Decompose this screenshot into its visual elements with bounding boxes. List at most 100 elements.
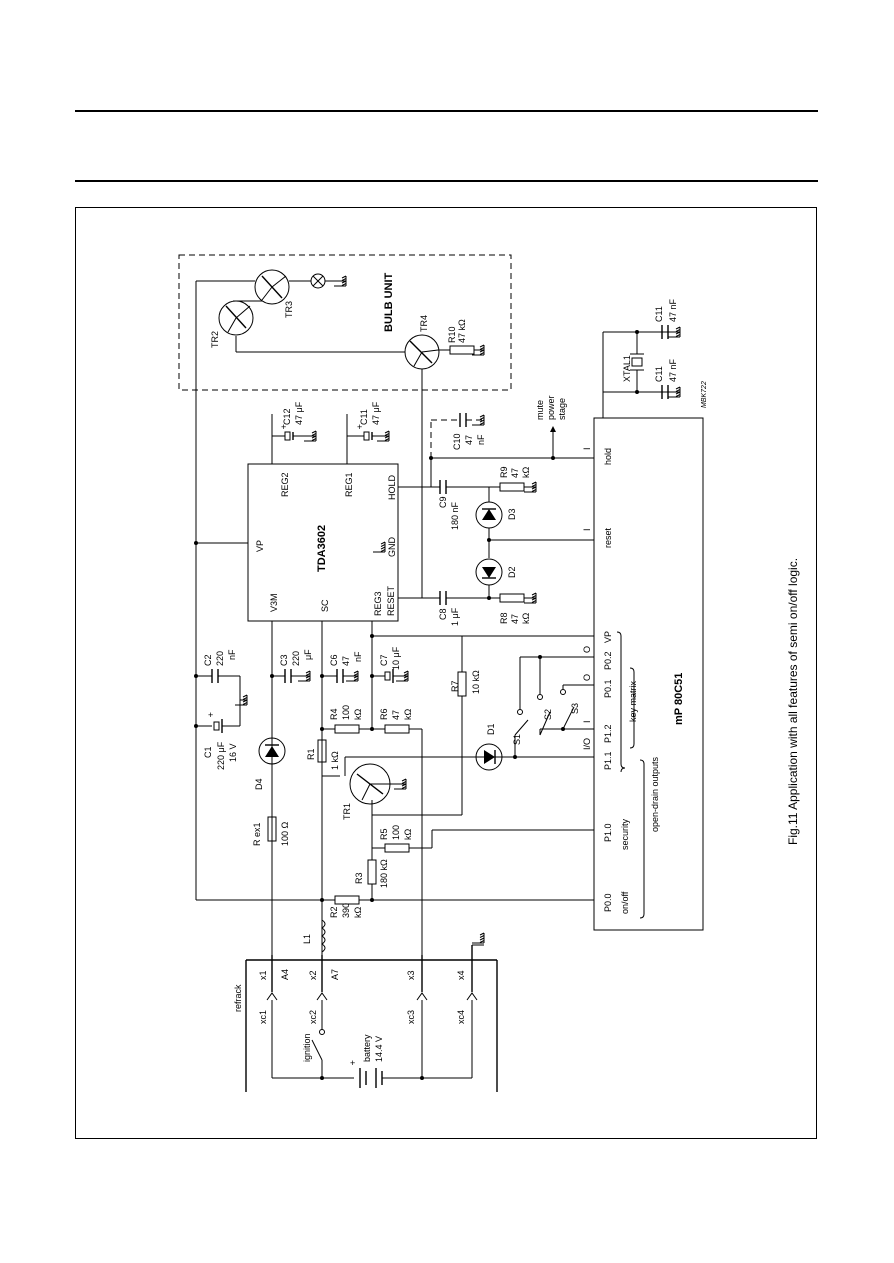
resistor-r3: R3 180 kΩ [354,859,389,900]
figure-code: MBK722 [701,381,708,408]
r9-unit: kΩ [521,467,531,479]
c10-value: 47 [464,435,474,445]
r8-unit: kΩ [521,613,531,625]
c2-label: C2 [203,654,213,666]
c10-unit: nF [476,434,486,445]
xc3-label: xc3 [406,1010,416,1024]
c8-value: 1 μF [450,607,460,626]
c9-label: C9 [438,496,448,508]
l1-label: L1 [302,934,312,944]
resistor-r4: R4 100 kΩ [320,705,374,734]
port-hold: hold [603,448,613,465]
svg-text:+: + [350,1058,355,1068]
resistor-r6: R6 47 kΩ [371,690,422,734]
c12-label: C12 [282,408,292,425]
port-reset: reset [603,527,613,548]
r7-value: 10 kΩ [471,670,481,694]
mcu-body [593,417,704,931]
x3-label: x3 [406,970,416,980]
r9-label: R9 [499,466,509,478]
pin-reg3: REG3 [373,591,383,616]
tr1-label: TR1 [342,803,352,820]
tda3602-name: TDA3602 [316,525,328,572]
rex1-value: 100 Ω [280,821,290,846]
tr4-label: TR4 [419,315,429,332]
c10-label: C10 [452,433,462,450]
s1-label: S1 [512,734,522,745]
transistor-tr4: TR4 [404,315,440,370]
tr2-label: TR2 [210,331,220,348]
switch-s2: S2 [537,655,594,736]
io-i-hold: I [582,447,592,450]
x4-label: x4 [456,970,466,980]
c11-value: 47 μF [371,401,381,425]
bulb-unit: TR2 TR3 TR4 [178,254,512,900]
ignition-switch: ignition [302,1029,325,1078]
resistor-r7: R7 10 kΩ [450,636,481,720]
r5-value: 100 [391,825,401,840]
crystal-xtal1: XTAL1 C11 47 nF C11 47 nF [602,298,681,418]
transistor-tr2: TR2 [210,300,254,348]
ignition-label: ignition [302,1033,312,1062]
pin-reset: RESET [386,585,396,616]
resistor-rex1: R ex1 100 Ω [252,816,290,846]
c11b-label: C11 [654,306,664,322]
r1-label: R1 [306,748,316,760]
capacitor-c12: + C12 47 μF [271,401,317,464]
c1-voltage: 16 V [228,743,238,762]
d4-label: D4 [254,778,264,790]
r7-label: R7 [450,680,460,692]
svg-text:+: + [281,422,286,432]
battery-value: 14.4 V [374,1036,384,1062]
capacitor-c11: + C11 47 μF [346,401,390,464]
header-rule-bottom [75,180,818,182]
xc2-label: xc2 [308,1010,318,1024]
c6-unit: nF [353,651,363,662]
pin-hold: HOLD [387,474,397,500]
transistor-tr1: TR1 [342,756,594,820]
r4-label: R4 [329,708,339,720]
io-i-p12: I [582,720,592,723]
port-p10: P1.0 [603,823,613,842]
port-p11: P1.1 [603,751,613,770]
group-opendrain: open-drain outputs [650,756,660,832]
a7-label: A7 [330,969,340,980]
refrack-label: refrack [233,984,243,1012]
c3-label: C3 [279,654,289,666]
c3-unit: μF [303,649,313,660]
x1-label: x1 [258,970,268,980]
resistor-r1: R1 1 kΩ [306,739,340,770]
c11c-value: 47 nF [668,358,678,382]
port-p12: P1.2 [603,724,613,743]
io-o-p01: O [582,674,592,681]
battery: + battery 14.4 V [350,1034,384,1088]
figure-frame [75,207,817,1139]
c3-value: 220 [291,651,301,666]
r8-value: 47 [510,614,520,624]
transistor-tr3: TR3 [254,269,294,318]
io-label: I/O [582,738,592,750]
c9-value: 180 nF [450,501,460,530]
c11b-value: 47 nF [668,298,678,322]
diode-d3: D3 [475,501,517,529]
resistor-r9 [499,482,525,492]
xtal-label: XTAL1 [622,355,632,382]
r6-value: 47 [391,710,401,720]
reset-network: C8 1 μF R8 47 kΩ D2 [398,538,594,626]
capacitor-c7: C7 10 μF [370,646,409,683]
connector-refrack: refrack x1 A4 x2 A7 x3 x4 xc1 xc2 xc3 xc… [233,932,498,1092]
c1-label: C1 [203,746,213,758]
bulb-unit-title: BULB UNIT [383,272,395,332]
inductor-l1: L1 [302,919,326,953]
r4-value: 100 [341,705,351,720]
s3-label: S3 [570,703,580,714]
r9-value: 47 [510,468,520,478]
r1-value: 1 kΩ [330,751,340,770]
c6-label: C6 [329,654,339,666]
diode-d1: D1 [475,723,503,771]
header-rule-top [75,110,818,112]
r8-label: R8 [499,612,509,624]
group-keymatrix: key matrix [628,680,638,722]
c6-value: 47 [341,656,351,666]
